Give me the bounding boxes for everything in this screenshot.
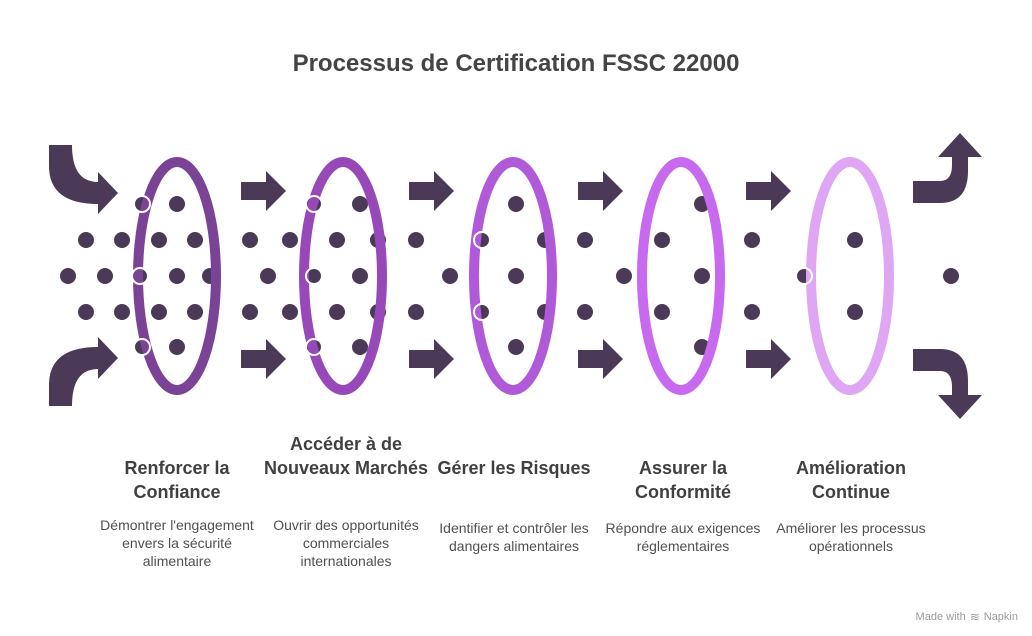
particle-dot	[97, 268, 113, 284]
flow-arrow-2-top-icon	[409, 171, 454, 211]
particle-dot	[577, 232, 593, 248]
output-arrow-bottom-icon	[913, 349, 982, 419]
watermark-text: Made with	[915, 611, 966, 623]
stage-3-description: Identifier et contrôler les dangers alim…	[439, 520, 589, 554]
stage-4-ring	[637, 157, 725, 395]
stage-3-ring	[469, 157, 557, 395]
particle-dot	[78, 304, 94, 320]
stage-1-description: Démontrer l'engagement envers la sécurit…	[100, 517, 254, 569]
flow-arrow-4-bottom-icon	[746, 339, 791, 379]
particle-dot-outline	[473, 303, 491, 321]
funnel-diagram	[49, 133, 982, 419]
flow-arrow-3-top-icon	[578, 171, 623, 211]
output-arrow-top-icon	[913, 133, 982, 203]
watermark-brand: Napkin	[983, 611, 1018, 623]
diagram-title: Processus de Certification FSSC 22000	[292, 50, 740, 77]
flow-arrow-4-top-icon	[746, 171, 791, 211]
particle-dot	[847, 232, 863, 248]
stage-5-ring	[806, 157, 894, 395]
particle-dot-outline	[305, 267, 323, 285]
particle-dot	[508, 268, 524, 284]
particle-dot-outline	[131, 267, 149, 285]
particle-dot	[847, 304, 863, 320]
particle-dot	[508, 339, 524, 355]
particle-dot-outline	[473, 231, 491, 249]
particle-dot	[352, 339, 368, 355]
flow-arrow-1-top-icon	[241, 171, 286, 211]
particle-dot	[408, 232, 424, 248]
particle-dot	[694, 268, 710, 284]
particle-dot	[282, 304, 298, 320]
particle-dot	[654, 304, 670, 320]
particle-dot-outline	[795, 267, 813, 285]
particle-dot	[187, 304, 203, 320]
particle-dot	[329, 232, 345, 248]
particle-dot-outline	[305, 338, 323, 356]
particle-dot	[151, 232, 167, 248]
stage-2-description: Ouvrir des opportunités commerciales int…	[273, 517, 419, 569]
particle-dot	[114, 232, 130, 248]
particle-dot	[408, 304, 424, 320]
flow-arrow-3-bottom-icon	[578, 339, 623, 379]
particle-dot	[242, 304, 258, 320]
stage-3-title: Gérer les Risques	[437, 458, 591, 478]
particle-dot	[943, 268, 959, 284]
stage-1-title: Renforcer la Confiance	[124, 458, 230, 502]
particle-dot	[60, 268, 76, 284]
flow-arrow-1-bottom-icon	[241, 339, 286, 379]
particle-dot	[352, 196, 368, 212]
particle-dot	[616, 268, 632, 284]
particle-dot	[169, 268, 185, 284]
stage-2-title: Accéder à de Nouveaux Marchés	[263, 434, 429, 478]
flow-arrow-2-bottom-icon	[409, 339, 454, 379]
particle-dot	[187, 232, 203, 248]
particle-dot	[442, 268, 458, 284]
particle-dot	[78, 232, 94, 248]
particle-dot	[352, 268, 368, 284]
particle-dot-outline	[133, 338, 151, 356]
stage-2-ring	[299, 157, 387, 395]
input-arrow-top-icon	[49, 145, 118, 214]
stage-4-title: Assurer la Conformité	[635, 458, 731, 502]
particle-dot	[169, 196, 185, 212]
particle-dot	[169, 339, 185, 355]
particle-dot	[508, 196, 524, 212]
particle-dot-outline	[305, 195, 323, 213]
particle-dot	[744, 232, 760, 248]
particle-dot	[654, 232, 670, 248]
particle-dot	[151, 304, 167, 320]
napkin-logo-icon: ≋	[969, 610, 980, 624]
watermark: Made with ≋ Napkin	[916, 610, 1018, 624]
particle-dot	[242, 232, 258, 248]
stage-5-description: Améliorer les processus opérationnels	[776, 520, 926, 554]
particle-dot	[114, 304, 130, 320]
particle-dot	[577, 304, 593, 320]
particle-dot	[306, 268, 322, 284]
particle-dot-outline	[133, 195, 151, 213]
stage-4-description: Répondre aux exigences réglementaires	[605, 520, 761, 554]
stage-1-ring	[133, 157, 221, 395]
particle-dot	[282, 232, 298, 248]
input-arrow-bottom-icon	[49, 337, 118, 406]
particle-dot	[329, 304, 345, 320]
particle-dot	[744, 304, 760, 320]
particle-dot	[260, 268, 276, 284]
stage-5-title: Amélioration Continue	[795, 458, 906, 502]
